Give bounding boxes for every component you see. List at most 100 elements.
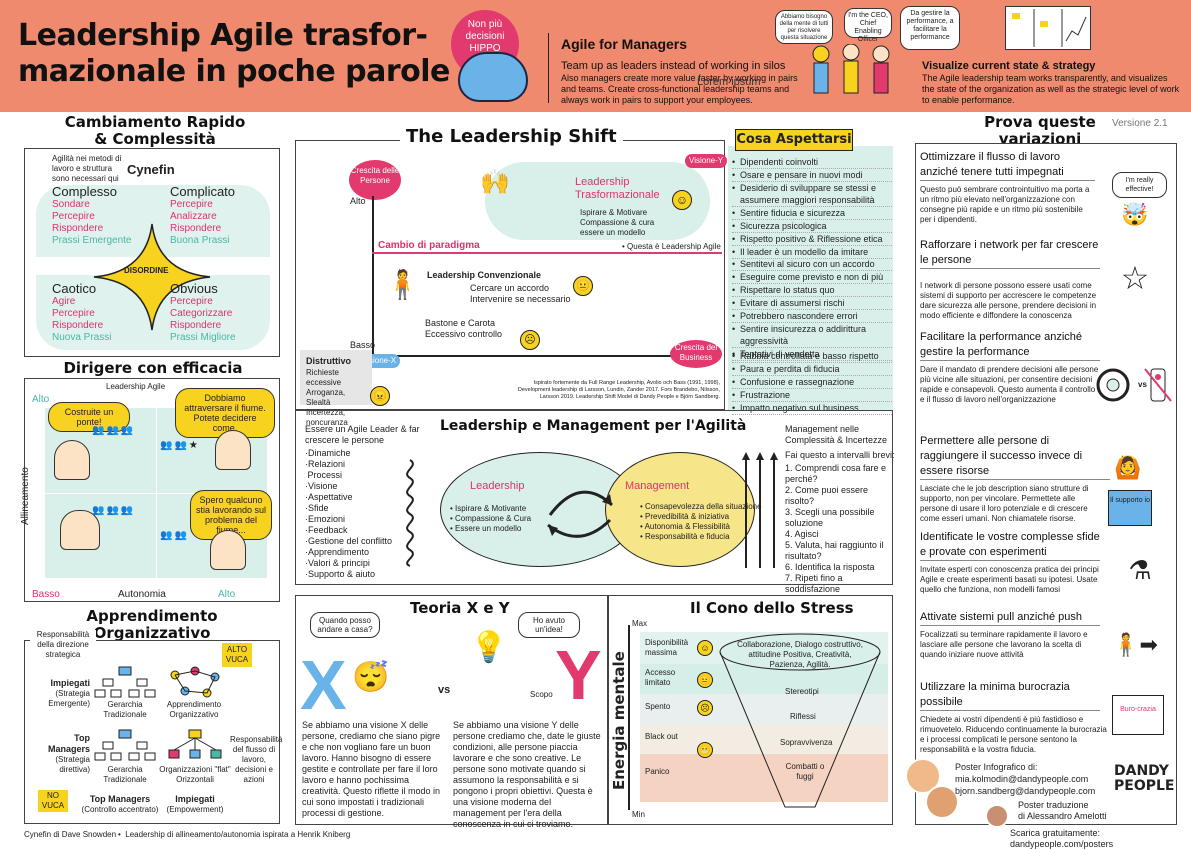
burocrazia-doc-icon: Buro-crazia [1112, 695, 1164, 735]
lazy-worker-icon: 😴 [352, 661, 390, 694]
min-label: Min [632, 810, 645, 819]
speech-bubble-x: Quando posso andare a casa? [310, 612, 380, 638]
email-1[interactable]: mia.kolmodin@dandypeople.com [955, 774, 1089, 784]
crescita-business-badge: Crescita del Business [670, 340, 722, 368]
speech-bubble-y: Ho avuto un'idea! [518, 612, 580, 638]
hierarchy-icon [93, 665, 157, 699]
top-managers-bottom: Top Managers (Controllo accentrato) [81, 794, 159, 814]
aspettarsi-group3: Rabbia controllata e basso rispetto Paur… [732, 350, 892, 415]
cynefin-label: Cynefin [127, 162, 175, 177]
prova-item-7: Utilizzare la minima burocrazia possibil… [920, 681, 1107, 754]
manager-head-icon [210, 530, 246, 570]
cambio-label: Cambio di paradigma [378, 240, 480, 251]
team-people-icon: 👥👥👥 [92, 425, 136, 436]
alto-vuca-badge: ALTO VUCA [222, 643, 252, 667]
cynefin-quad-bg [150, 185, 270, 257]
team-people-icon: 👥👥★ [160, 440, 200, 451]
manager-head-icon [60, 510, 100, 550]
effective-bubble: I'm really effective! [1112, 172, 1167, 198]
roundabout-vs-trafficlight-icon [1095, 365, 1175, 405]
scarica-link[interactable]: Scarica gratuitamente: dandypeople.com/p… [1010, 828, 1114, 849]
shift-title: The Leadership Shift [400, 128, 623, 146]
cono-panel [608, 595, 893, 825]
level-5: Panico [645, 767, 670, 776]
email-2[interactable]: bjorn.sandberg@dandypeople.com [955, 786, 1096, 796]
leaders-team-illustration [806, 43, 906, 102]
divider [548, 33, 549, 103]
alto-label: Alto [218, 589, 236, 600]
cynefin-quad-bg [36, 185, 156, 257]
resp-flusso-label: Responsabilità del flusso di lavoro, dec… [230, 735, 283, 784]
network-star-icon: ☆ [1120, 260, 1150, 296]
dirigere-title: Dirigere con efficacia [63, 359, 243, 377]
y-axis [372, 196, 374, 356]
basso-label: Basso [32, 589, 60, 600]
alto-label: Alto [32, 394, 50, 405]
team-people-icon: 👥👥 [160, 530, 189, 541]
poster-title: Leadership Agile trasfor- mazionale in p… [18, 18, 450, 89]
avatar [905, 758, 941, 794]
leadman-panel [295, 410, 893, 585]
traduzione: Poster traduzione [1018, 800, 1089, 810]
cynefin-note: Agilità nei metodi di lavoro e struttura… [52, 154, 122, 183]
x-text: Se abbiamo una visione X delle persone, … [302, 720, 441, 818]
hippo-icon [458, 52, 528, 102]
vs-label: vs [438, 684, 451, 696]
distruttivo-label: Distruttivo [306, 356, 351, 366]
flask-icon: ⚗ [1128, 554, 1152, 585]
crescita-persone-badge: Crescita delle Persone [349, 160, 401, 200]
pull-system-icon: 🧍➡ [1112, 632, 1158, 657]
gerarchia-label: Gerarchia Tradizionale [103, 700, 147, 719]
cono-band-4 [640, 724, 888, 754]
versione-label: Versione 2.1 [1112, 118, 1168, 129]
impiegati-bottom: Impiegati (Empowerment) [166, 794, 224, 814]
conv-list: Cercare un accordo Intervenire se necess… [470, 283, 571, 304]
scopo-label: Scopo [530, 690, 553, 699]
cynefin-complicato: Complicato Percepire Analizzare Risponde… [170, 184, 236, 246]
agile-for-managers-title: Agile for Managers [561, 36, 688, 52]
smiley-neutral-icon: 😐 [697, 672, 713, 688]
manager-head-icon [54, 440, 90, 480]
lorem-ipsum: Lorem ipsum [697, 76, 761, 88]
right-sub: Fai questo a intervalli brevi: [785, 450, 895, 460]
prova-item-6: Attivate sistemi pull anziché push Focal… [920, 610, 1172, 680]
org-flat-label: Organizzazioni "flat" Orizzontali [159, 765, 231, 784]
conventional-leader-icon: 🧍 [385, 269, 420, 300]
smiley-stressed-icon: 😬 [697, 742, 713, 758]
cono-title: Il Cono dello Stress [690, 599, 854, 617]
celebrating-person-icon: 🙆 [1114, 455, 1142, 480]
kniberg-credit: • Leadership di allineamento/autonomia i… [118, 830, 351, 839]
team-up-text: Also managers create more value faster b… [561, 73, 798, 105]
energia-axis [628, 625, 630, 810]
smiley-sad-icon: ☹ [520, 330, 540, 350]
disorder-star-icon [92, 222, 212, 332]
leader-group-icon: 🙌 [480, 169, 510, 196]
team-up-title: Team up as leaders instead of working in… [561, 60, 786, 72]
visualize-title: Visualize current state & strategy [922, 60, 1096, 72]
right-steps: 1. Comprendi cosa fare e perché? 2. Come… [785, 463, 887, 594]
cycle-arrows-icon [540, 470, 620, 550]
spiral-icon [400, 458, 420, 568]
prova-panel [915, 143, 1177, 825]
visualize-text: The Agile leadership team works transpar… [922, 73, 1180, 105]
speech-bubble: Abbiamo bisogno della mente di tutti per… [775, 10, 833, 44]
paradigm-line [372, 252, 722, 254]
grid-divider [45, 493, 267, 494]
aspettarsi-group1: Dipendenti coinvolti Osare e pensare in … [732, 156, 892, 259]
vs-badge: vs [1138, 380, 1147, 389]
aspettarsi-title: Cosa Aspettarsi [735, 129, 853, 151]
prova-item-1: Ottimizzare il flusso di lavoro anziché … [920, 150, 1172, 234]
manager-head-icon [215, 430, 251, 470]
layer-combatti: Combatti o fuggi [785, 762, 825, 781]
cynefin-caotico: Caotico Agire Percepire Rispondere Nuova… [52, 281, 112, 343]
management-label: Management [625, 480, 690, 492]
conv-list2: Bastone e Carota Eccessivo controllo [425, 318, 503, 339]
alto-label: Alto [350, 196, 366, 206]
busy-person-icon: 🤯 [1121, 202, 1149, 227]
ispirato-note: Ispirato fortemente da Full Range Leader… [517, 380, 720, 400]
appr-org-label: Apprendimento Organizzativo [166, 700, 222, 719]
prova-item-4: Permettere alle persone di raggiungere i… [920, 434, 1172, 526]
leadman-left-intro: Essere un Agile Leader & far crescere le… [305, 424, 420, 445]
flat-org-icon [165, 728, 225, 762]
avatar [985, 804, 1009, 828]
